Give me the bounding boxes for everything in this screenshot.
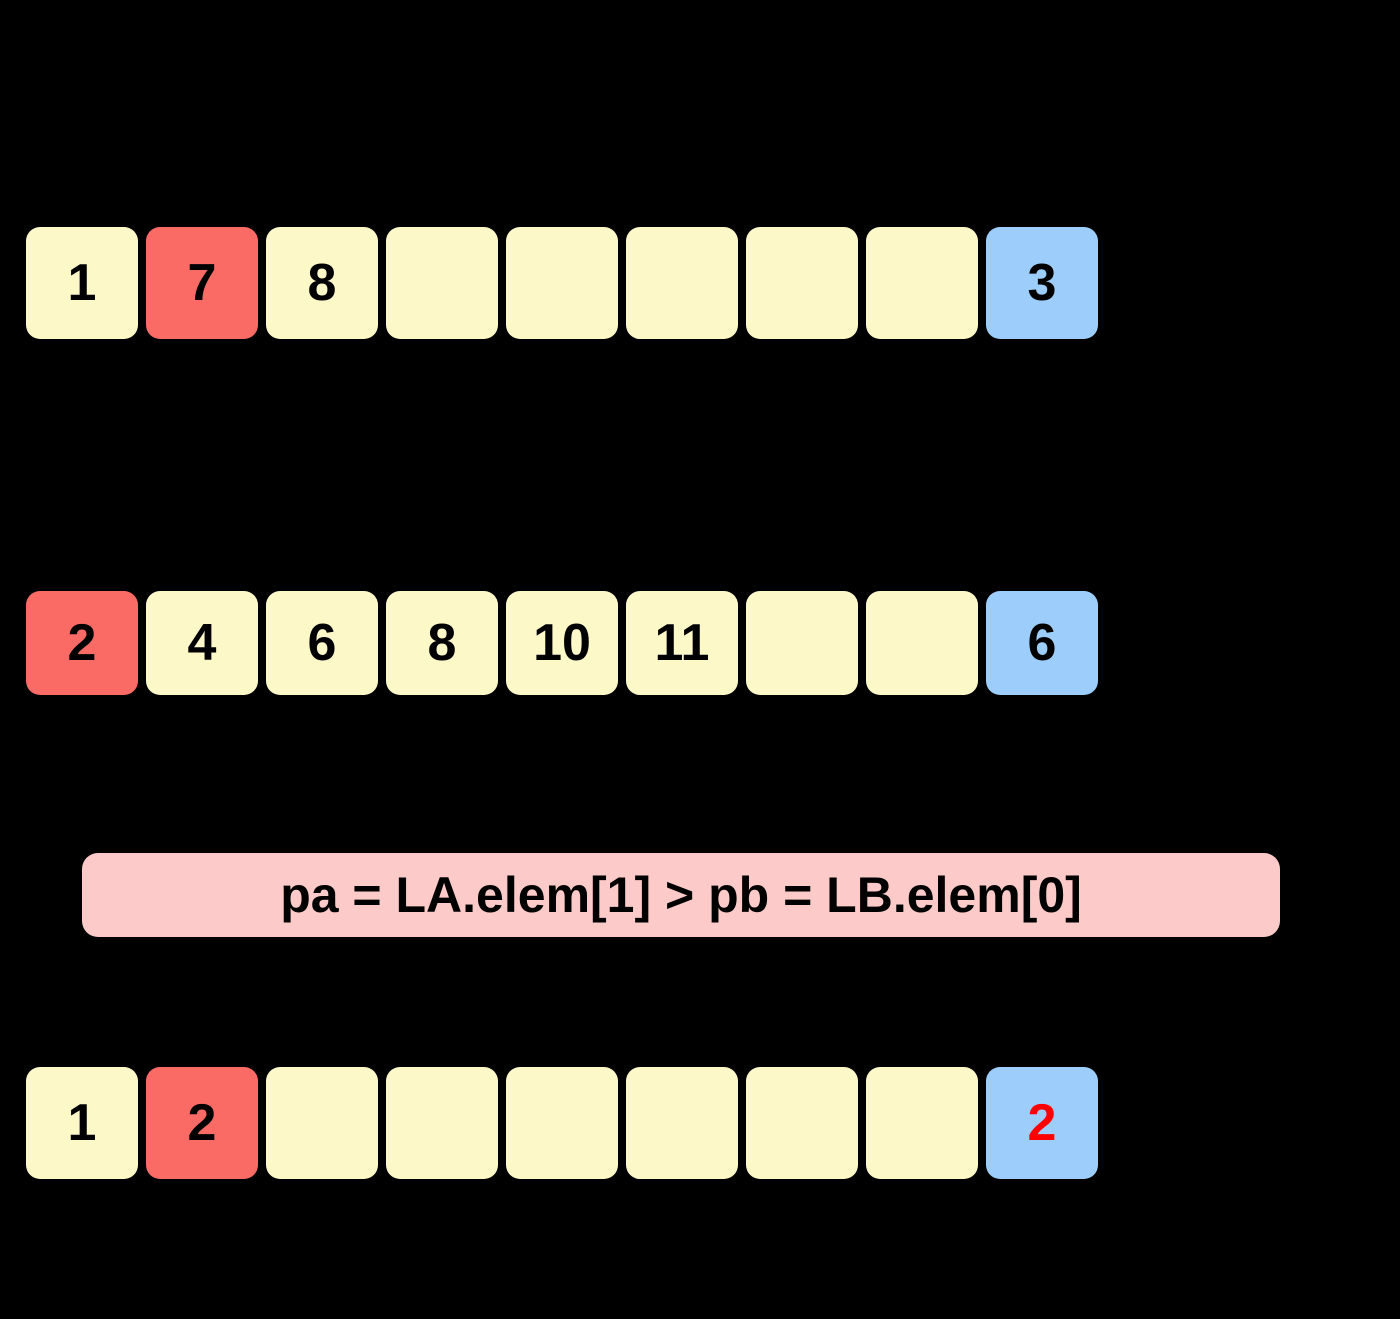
array-cell-la-3	[386, 227, 498, 339]
array-cell-la-7	[866, 227, 978, 339]
array-cell-la-4	[506, 227, 618, 339]
array-cell-lc-3	[386, 1067, 498, 1179]
array-cell-lc-5	[626, 1067, 738, 1179]
array-cell-lb-8: 6	[986, 591, 1098, 695]
array-cell-lc-6	[746, 1067, 858, 1179]
comparison-annotation-text: pa = LA.elem[1] > pb = LB.elem[0]	[280, 867, 1082, 923]
array-cell-la-8: 3	[986, 227, 1098, 339]
array-cell-lb-4: 10	[506, 591, 618, 695]
array-cell-lc-4	[506, 1067, 618, 1179]
array-cell-lc-8: 2	[986, 1067, 1098, 1179]
array-cell-la-0: 1	[26, 227, 138, 339]
array-cell-lb-3: 8	[386, 591, 498, 695]
array-cell-lb-5: 11	[626, 591, 738, 695]
comparison-annotation-box: pa = LA.elem[1] > pb = LB.elem[0]	[82, 853, 1280, 937]
array-cell-lb-0: 2	[26, 591, 138, 695]
array-cell-lc-7	[866, 1067, 978, 1179]
array-cell-la-1: 7	[146, 227, 258, 339]
array-cell-la-2: 8	[266, 227, 378, 339]
array-cell-lc-2	[266, 1067, 378, 1179]
array-cell-la-6	[746, 227, 858, 339]
array-cell-lc-1: 2	[146, 1067, 258, 1179]
array-cell-lb-6	[746, 591, 858, 695]
array-cell-lb-2: 6	[266, 591, 378, 695]
array-cell-lc-0: 1	[26, 1067, 138, 1179]
array-cell-la-5	[626, 227, 738, 339]
array-cell-lb-1: 4	[146, 591, 258, 695]
array-cell-lb-7	[866, 591, 978, 695]
